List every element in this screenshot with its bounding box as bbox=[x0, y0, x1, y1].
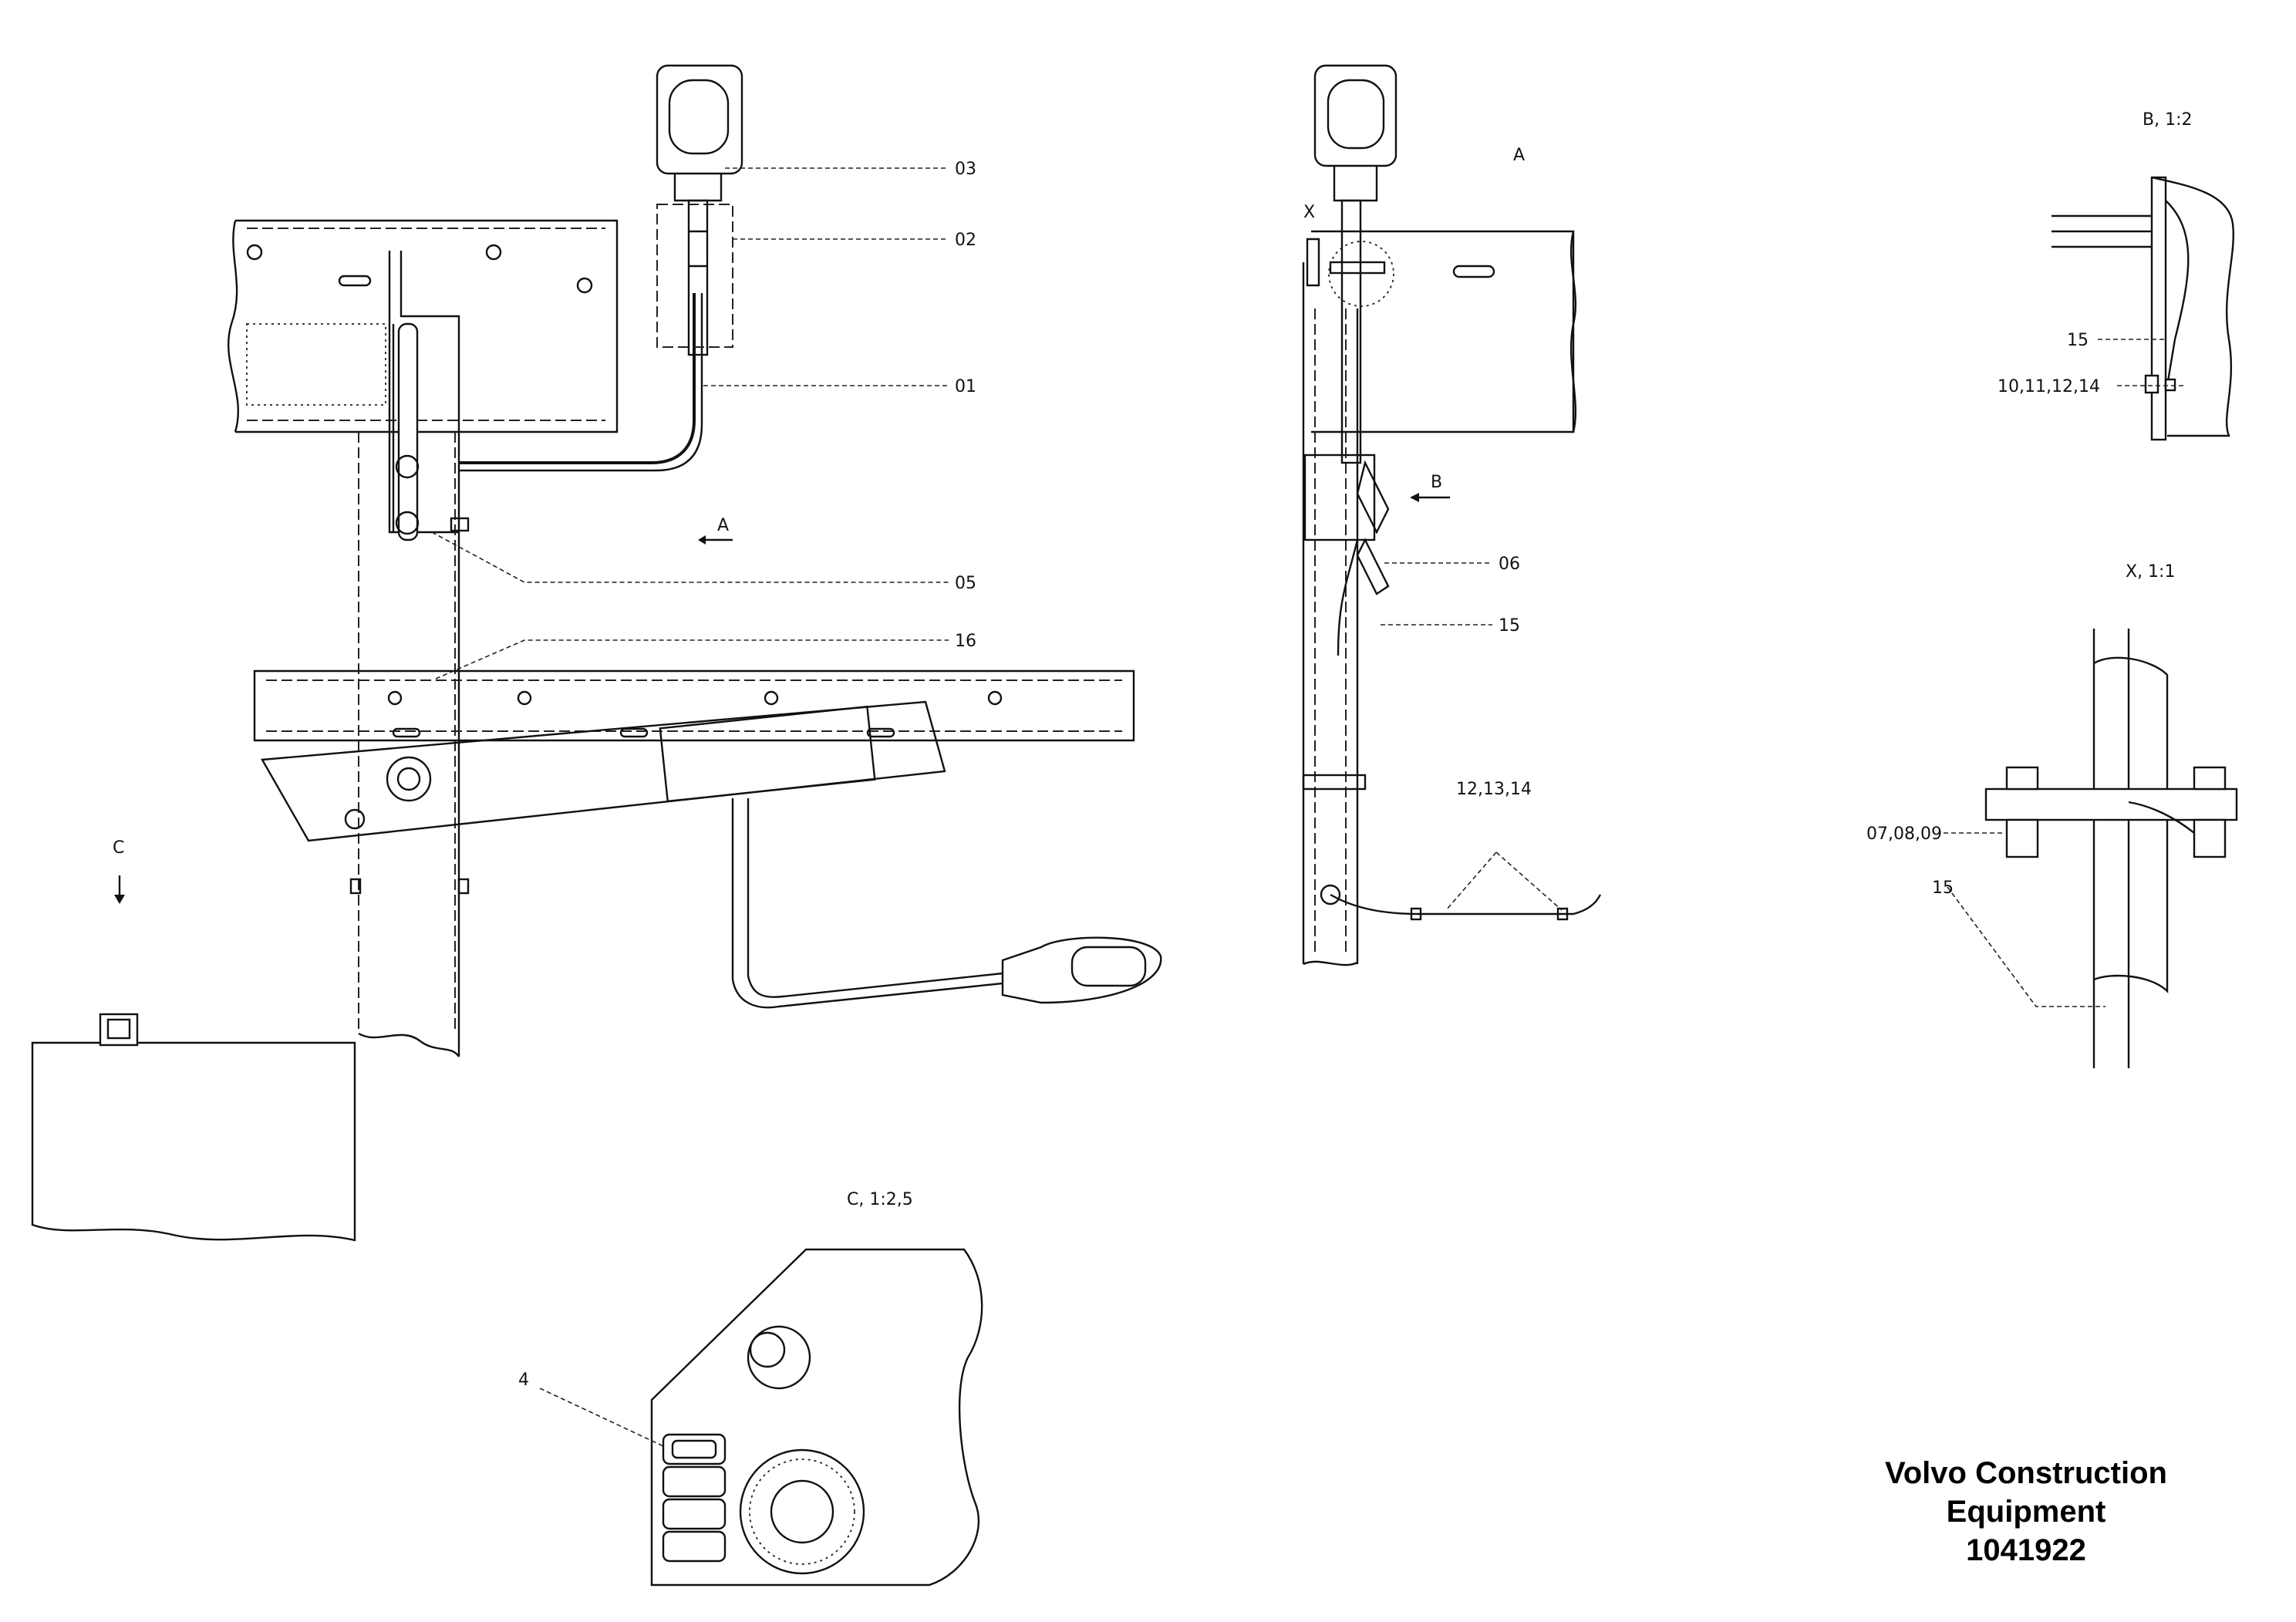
main-view bbox=[31, 64, 1162, 1242]
beacon-lamp-folded bbox=[1001, 936, 1162, 1004]
callout-15-x: 15 bbox=[1932, 878, 1954, 898]
side-lamp bbox=[1313, 64, 1397, 595]
detail-c bbox=[539, 1248, 983, 1587]
brand-line-1: Volvo Construction bbox=[1885, 1456, 2167, 1490]
callout-01: 01 bbox=[955, 377, 976, 396]
callout-06: 06 bbox=[1499, 555, 1520, 574]
arrow-a-label: A bbox=[717, 516, 729, 535]
view-c-label: C, 1:2,5 bbox=[847, 1190, 913, 1209]
lower-rail bbox=[253, 669, 1135, 742]
beacon-lamp-top bbox=[656, 64, 743, 356]
arrow-b-label: B bbox=[1431, 473, 1442, 492]
view-b-label: B, 1:2 bbox=[2143, 110, 2193, 130]
swivel-arm bbox=[261, 700, 1003, 1009]
lamp-bracket bbox=[395, 293, 703, 541]
callout-12-13-14: 12,13,14 bbox=[1456, 780, 1532, 799]
callout-03: 03 bbox=[955, 160, 976, 179]
side-wire bbox=[1330, 851, 1602, 921]
callout-07-08-09: 07,08,09 bbox=[1866, 824, 1942, 844]
callout-15-side: 15 bbox=[1499, 616, 1520, 636]
upper-rail bbox=[228, 219, 619, 433]
cab-corner bbox=[31, 1013, 356, 1242]
detail-x-marker: X bbox=[1303, 203, 1315, 222]
view-arrow-a bbox=[698, 535, 733, 545]
detail-x bbox=[1944, 629, 2238, 1068]
vertical-post bbox=[358, 251, 460, 1057]
side-rail bbox=[1306, 230, 1577, 433]
callout-4: 4 bbox=[518, 1371, 529, 1390]
callout-15-b: 15 bbox=[2067, 331, 2089, 350]
view-a-label: A bbox=[1513, 146, 1525, 165]
callout-10-11-12-14: 10,11,12,14 bbox=[1998, 377, 2100, 396]
view-arrow-b bbox=[1410, 493, 1450, 502]
callout-16: 16 bbox=[955, 632, 976, 651]
side-view-a bbox=[1302, 64, 1602, 966]
leader-16 bbox=[435, 639, 949, 679]
view-x-label: X, 1:1 bbox=[2126, 562, 2175, 582]
view-arrow-c bbox=[114, 875, 125, 904]
side-post bbox=[1302, 262, 1376, 966]
callout-02: 02 bbox=[955, 231, 976, 250]
callout-05: 05 bbox=[955, 574, 976, 593]
detail-b bbox=[2052, 176, 2234, 441]
drawing-number: 1041922 bbox=[1966, 1533, 2086, 1567]
arrow-c-label: C bbox=[113, 838, 124, 858]
leader-05 bbox=[431, 531, 949, 583]
brand-line-2: Equipment bbox=[1947, 1495, 2106, 1529]
